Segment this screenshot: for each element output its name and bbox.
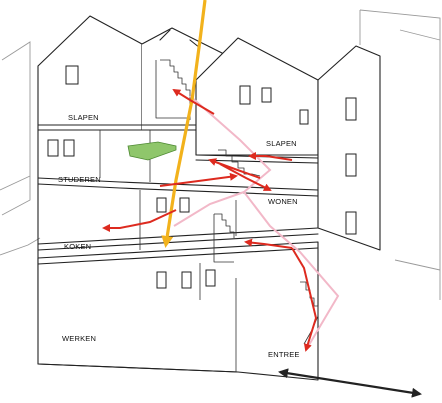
daylight-arrow	[161, 0, 207, 248]
street-arrow-icon	[278, 368, 422, 398]
room-label-wonen: WONEN	[268, 197, 298, 206]
window	[299, 109, 309, 125]
window	[205, 269, 216, 287]
room-label-koken: KOKEN	[64, 242, 91, 251]
staircases	[155, 59, 319, 345]
window	[65, 65, 79, 85]
room-label-slapen-left: SLAPEN	[68, 113, 99, 122]
window	[345, 97, 357, 121]
window	[156, 271, 167, 289]
window	[261, 87, 272, 103]
neighbour-building-right	[359, 9, 441, 300]
circulation-arrows	[102, 88, 318, 352]
windows	[47, 65, 357, 289]
pink-route-lower	[173, 191, 245, 227]
neighbour-building-left	[0, 41, 41, 256]
house-outline	[37, 15, 381, 381]
room-label-studeren: STUDEREN	[58, 175, 101, 184]
room-label-werken: WERKEN	[62, 334, 96, 343]
window	[345, 153, 357, 177]
room-label-entree: ENTREE	[268, 350, 300, 359]
window	[179, 197, 190, 213]
room-label-slapen-right: SLAPEN	[266, 139, 297, 148]
window	[345, 211, 357, 235]
window	[181, 271, 192, 289]
window	[239, 85, 251, 105]
window	[156, 197, 167, 213]
study-platform	[127, 141, 177, 161]
window	[63, 139, 75, 157]
window	[47, 139, 59, 157]
